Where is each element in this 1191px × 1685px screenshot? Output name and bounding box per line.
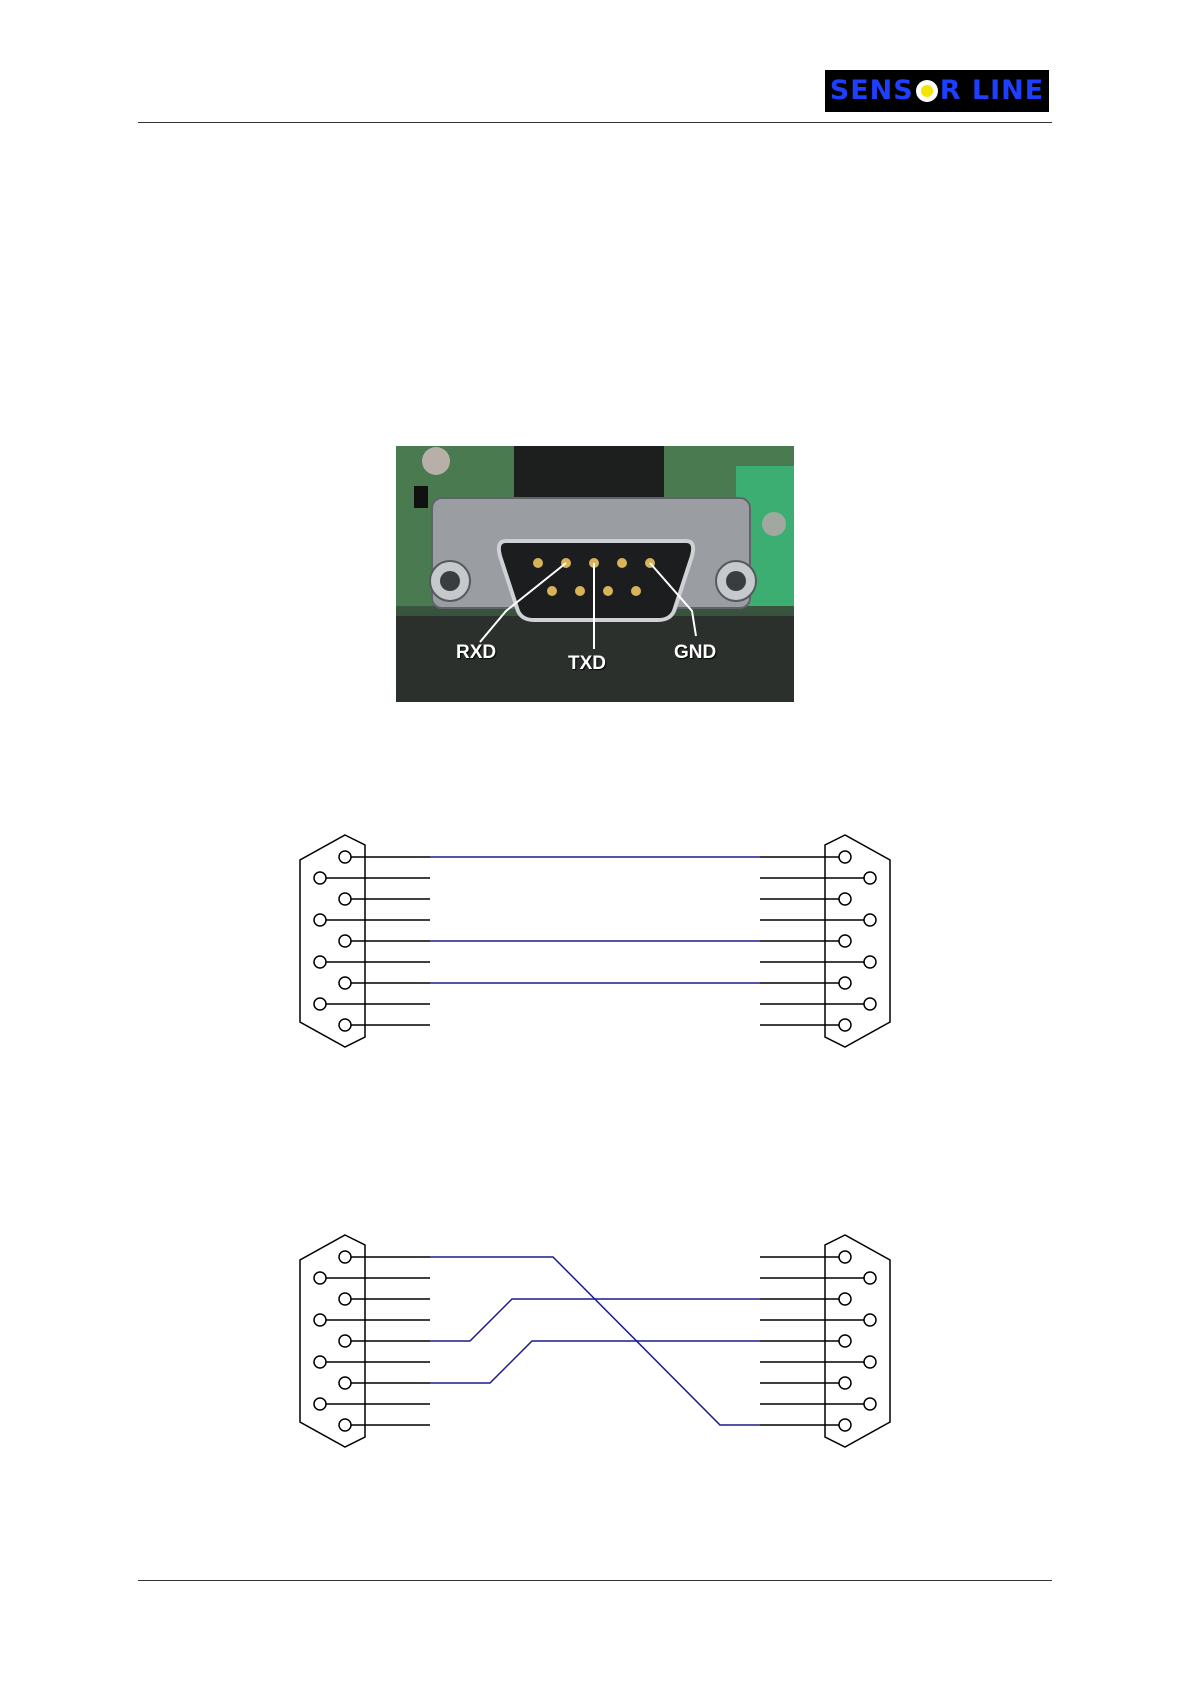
right-pin-9 xyxy=(839,1019,851,1031)
right-pin-5 xyxy=(839,1335,851,1347)
right-pin-7 xyxy=(839,1377,851,1389)
right-pin-7 xyxy=(839,977,851,989)
right-pin-5 xyxy=(839,935,851,947)
left-pin-8 xyxy=(314,998,326,1010)
left-pin-5 xyxy=(339,935,351,947)
wire-cross-5-3 xyxy=(430,1299,760,1341)
right-pin-1 xyxy=(839,851,851,863)
right-pin-6 xyxy=(864,1356,876,1368)
left-pin-9 xyxy=(339,1419,351,1431)
right-pin-4 xyxy=(864,1314,876,1326)
right-pin-1 xyxy=(839,1251,851,1263)
db9-connector-photo: RXD TXD GND xyxy=(396,446,794,702)
header-rule xyxy=(138,122,1052,123)
right-pin-8 xyxy=(864,1398,876,1410)
right-pin-8 xyxy=(864,998,876,1010)
rxd-label: RXD xyxy=(456,642,496,664)
right-pin-2 xyxy=(864,872,876,884)
left-pin-8 xyxy=(314,1398,326,1410)
sensorline-logo: SENS R LINE xyxy=(825,70,1049,112)
logo-text-part2: R LINE xyxy=(940,70,1044,112)
left-pin-7 xyxy=(339,1377,351,1389)
right-pin-6 xyxy=(864,956,876,968)
left-pin-6 xyxy=(314,1356,326,1368)
left-pin-2 xyxy=(314,1272,326,1284)
left-pin-4 xyxy=(314,914,326,926)
crossover-cable-diagram xyxy=(290,1230,900,1452)
logo-eye-icon xyxy=(916,80,938,102)
crossover-cable-svg xyxy=(290,1230,900,1452)
straight-cable-diagram xyxy=(290,830,900,1052)
right-pin-4 xyxy=(864,914,876,926)
right-pin-3 xyxy=(839,893,851,905)
left-pin-3 xyxy=(339,1293,351,1305)
left-pin-9 xyxy=(339,1019,351,1031)
txd-label: TXD xyxy=(568,653,606,675)
right-pin-2 xyxy=(864,1272,876,1284)
left-pin-6 xyxy=(314,956,326,968)
left-pin-1 xyxy=(339,1251,351,1263)
left-pin-1 xyxy=(339,851,351,863)
footer-rule xyxy=(138,1580,1052,1581)
gnd-label: GND xyxy=(674,642,716,664)
straight-cable-svg xyxy=(290,830,900,1052)
left-pin-4 xyxy=(314,1314,326,1326)
left-pin-2 xyxy=(314,872,326,884)
left-pin-3 xyxy=(339,893,351,905)
right-pin-9 xyxy=(839,1419,851,1431)
logo-text-part1: SENS xyxy=(830,70,914,112)
right-pin-3 xyxy=(839,1293,851,1305)
left-pin-7 xyxy=(339,977,351,989)
wire-cross-7-5 xyxy=(430,1341,760,1383)
left-pin-5 xyxy=(339,1335,351,1347)
